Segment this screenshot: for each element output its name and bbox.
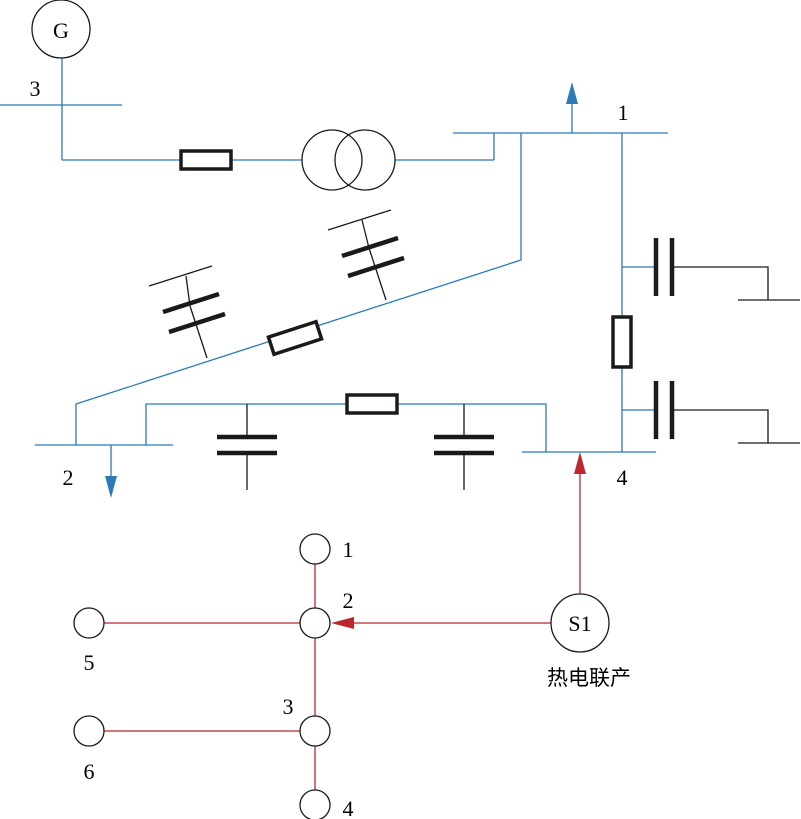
transformer: [301, 129, 396, 191]
heat-node-3-label: 3: [283, 694, 294, 719]
heat-nodes: [73, 533, 610, 819]
chp-to-bus4-arrow: [574, 452, 586, 474]
power-network: [0, 56, 668, 478]
chp-source-label: S1: [568, 611, 591, 636]
heat-node-3: [299, 715, 331, 747]
line-bus1-bus2: [75, 133, 522, 445]
heat-node-6: [73, 715, 105, 747]
impedance-bus1-bus2: [266, 319, 324, 357]
bus-2-label: 2: [63, 465, 74, 490]
impedance-bus1-bus4: [611, 315, 633, 369]
capacitor-bus2-bus4-right: [434, 404, 494, 490]
bus-3-label: 3: [30, 76, 41, 101]
transformer-primary-coil: [301, 129, 363, 191]
heat-node-4: [299, 789, 331, 819]
impedance-bus2-bus4: [345, 393, 399, 415]
shunt-capacitors: [148, 209, 800, 490]
heat-network: [104, 468, 581, 790]
capacitor-diag-right: [327, 209, 405, 301]
heat-node-6-label: 6: [84, 759, 95, 784]
generator: G: [31, 0, 91, 59]
bus-2-load-arrow: [105, 476, 117, 498]
heat-node-1-label: 1: [343, 537, 354, 562]
generator-symbol: [31, 0, 91, 59]
bus-1-load-arrow: [566, 82, 578, 104]
s1-to-n2-arrow: [331, 617, 354, 629]
generator-label: G: [53, 18, 69, 43]
bus-1-label: 1: [618, 100, 629, 125]
capacitor-bus1-bus4-lower: [653, 381, 800, 444]
impedance-bus3-line: [179, 149, 233, 171]
impedances: [179, 149, 633, 415]
capacitor-bus1-bus4-upper: [653, 238, 800, 301]
chp-source-s1: [550, 593, 610, 653]
capacitor-diag-left: [148, 265, 226, 359]
heat-node-5-label: 5: [84, 650, 95, 675]
heat-node-4-label: 4: [343, 796, 354, 819]
capacitor-bus2-bus4-left: [217, 404, 277, 490]
heat-node-2: [299, 607, 331, 639]
heat-node-1: [299, 533, 331, 565]
bus-4-label: 4: [617, 465, 628, 490]
transformer-secondary-coil: [334, 129, 396, 191]
heat-node-5: [73, 607, 105, 639]
heat-node-2-label: 2: [343, 588, 354, 613]
chp-source-caption: 热电联产: [547, 666, 631, 690]
